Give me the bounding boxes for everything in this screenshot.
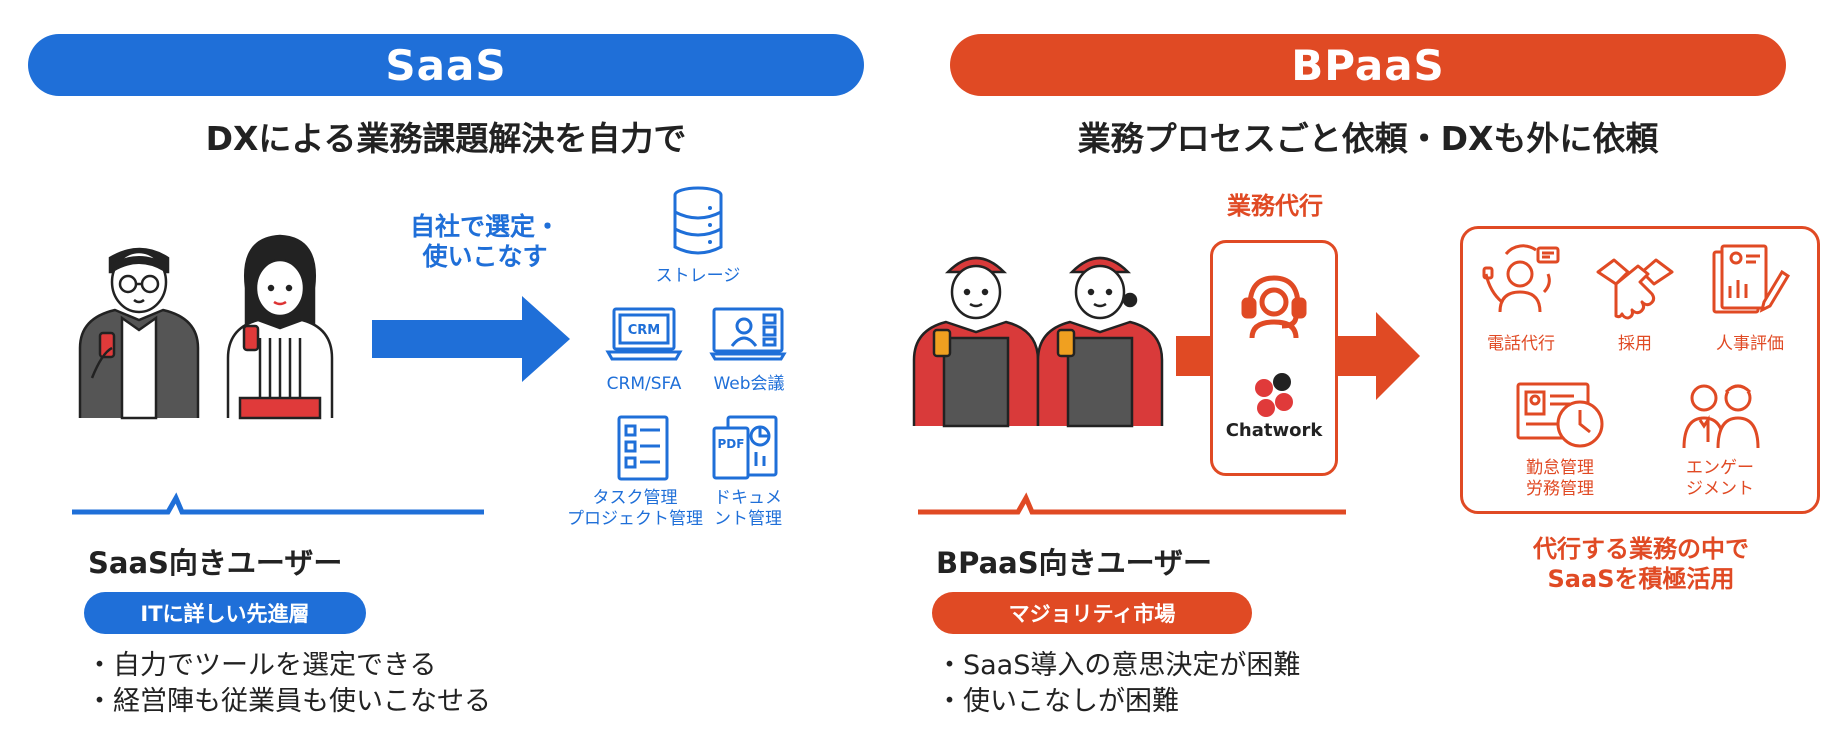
chatwork-logo-icon <box>1255 373 1293 417</box>
pdf-icon-text: PDF <box>718 437 745 451</box>
bpaas-bullet: ・使いこなしが困難 <box>936 686 1179 717</box>
saas-bullets: ・自力でツールを選定できる ・経営陣も従業員も使いこなせる <box>86 648 491 720</box>
saas-bullet: ・経営陣も従業員も使いこなせる <box>86 686 491 717</box>
bpaas-header: BPaaS <box>950 34 1786 96</box>
service-label-evaluation: 人事評価 <box>1716 334 1784 354</box>
service-label-engagement: エンゲー ジメント <box>1670 458 1770 500</box>
tool-label-task-line1: タスク管理 <box>592 488 678 508</box>
saas-header: SaaS <box>28 34 864 96</box>
bpaas-divider <box>918 492 1346 515</box>
bpaas-subtitle: 業務プロセスごと依頼・DXも外に依頼 <box>1077 119 1659 158</box>
office-workers-illustration <box>78 234 334 420</box>
tool-label-document-line1: ドキュメ <box>714 488 782 508</box>
saas-divider <box>72 492 484 515</box>
services-caption-line1: 代行する業務の中で <box>1533 535 1749 563</box>
saas-arrow-label: 自社で選定・ 使いこなす <box>400 212 570 272</box>
service-label-attendance: 勤怠管理 労務管理 <box>1506 458 1614 500</box>
female-worker-icon <box>226 234 334 420</box>
saas-user-title: SaaS向きユーザー <box>88 546 343 580</box>
tool-label-storage: ストレージ <box>655 266 741 286</box>
web-meeting-icon <box>709 307 787 361</box>
saas-user-badge: ITに詳しい先進層 <box>84 592 366 634</box>
male-worker-icon <box>78 247 200 420</box>
crm-icon-text: CRM <box>628 323 661 338</box>
headset-operator-icon <box>1241 275 1307 339</box>
bpaas-user-title: BPaaS向きユーザー <box>936 546 1213 580</box>
service-label-phone: 電話代行 <box>1487 334 1555 354</box>
bpaas-user-badge: マジョリティ市場 <box>932 592 1252 634</box>
services-caption: 代行する業務の中で SaaSを積極活用 <box>1480 534 1802 594</box>
tool-label-document-line2: ント管理 <box>714 509 782 529</box>
staff-workers-illustration <box>912 256 1164 428</box>
staff-worker-icon <box>1036 256 1164 428</box>
bpaas-bullet: ・SaaS導入の意思決定が困難 <box>936 650 1301 681</box>
service-label-engagement-line2: ジメント <box>1686 479 1754 499</box>
tool-label-web-meeting: Web会議 <box>713 374 785 394</box>
tool-label-task-line2: プロジェクト管理 <box>567 509 703 529</box>
bpaas-arrow <box>1336 312 1420 400</box>
tool-label-task: タスク管理 プロジェクト管理 <box>562 488 708 530</box>
evaluation-icon <box>1712 244 1791 314</box>
service-label-attendance-line2: 労務管理 <box>1526 479 1594 499</box>
attendance-icon <box>1516 382 1604 448</box>
database-icon <box>673 186 723 255</box>
staff-worker-icon <box>912 256 1040 428</box>
services-caption-line2: SaaSを積極活用 <box>1547 565 1735 593</box>
service-label-recruit: 採用 <box>1618 334 1652 354</box>
tool-label-document: ドキュメ ント管理 <box>700 488 796 530</box>
phone-operator-icon <box>1482 244 1560 313</box>
service-label-engagement-line1: エンゲー <box>1686 458 1754 478</box>
engagement-icon <box>1682 384 1760 449</box>
checklist-icon <box>617 415 669 481</box>
tool-label-crm: CRM/SFA <box>606 374 682 394</box>
agency-label: 業務代行 <box>1227 192 1323 220</box>
chatwork-label: Chatwork <box>1225 420 1323 441</box>
saas-arrow <box>372 296 570 382</box>
bpaas-bullets: ・SaaS導入の意思決定が困難 ・使いこなしが困難 <box>936 648 1300 720</box>
saas-bullet: ・自力でツールを選定できる <box>86 650 437 681</box>
document-icon: PDF <box>712 415 778 480</box>
crm-laptop-icon: CRM <box>605 307 683 361</box>
saas-header-label: SaaS <box>385 40 507 90</box>
saas-arrow-label-line2: 使いこなす <box>422 242 548 271</box>
saas-arrow-label-line1: 自社で選定・ <box>409 212 560 241</box>
handshake-icon <box>1596 258 1674 320</box>
saas-subtitle: DXによる業務課題解決を自力で <box>205 119 687 158</box>
bpaas-header-label: BPaaS <box>1291 40 1445 90</box>
service-label-attendance-line1: 勤怠管理 <box>1526 458 1594 478</box>
